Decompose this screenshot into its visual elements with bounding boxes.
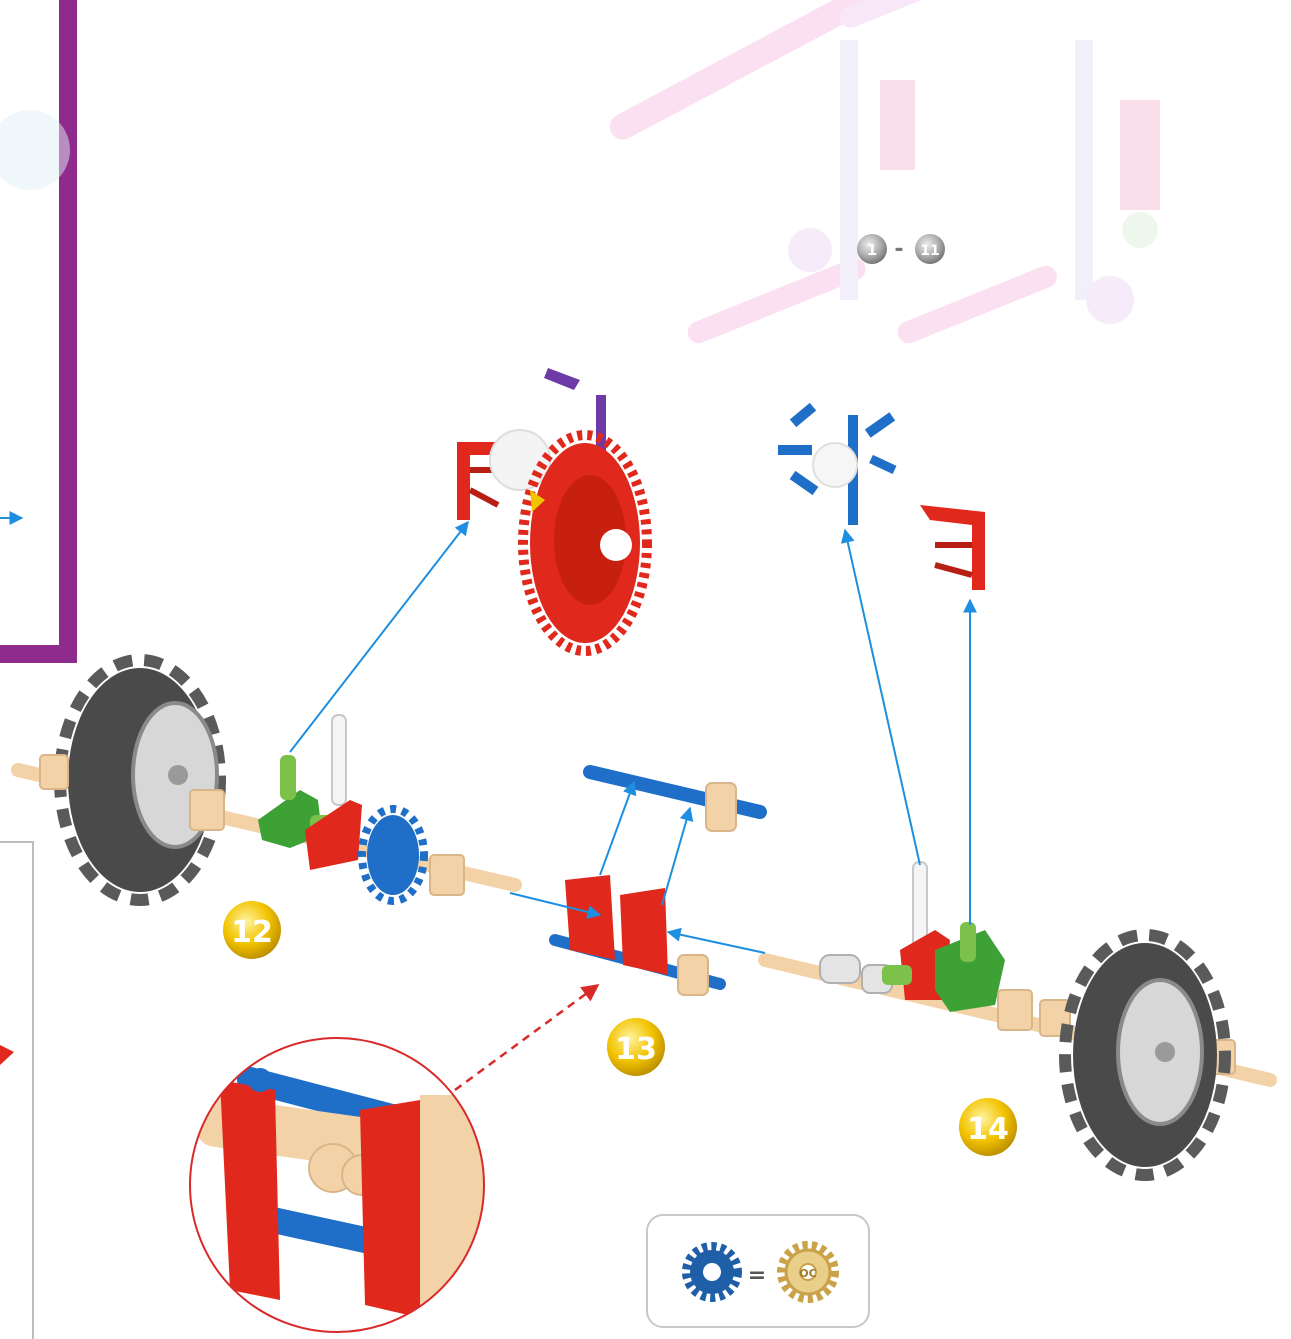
red-connector [457,442,500,520]
upper-right-assembly [778,402,985,590]
faded-frame [609,0,1160,344]
step-badge-13: 13 [607,1018,665,1076]
wheel-icon [54,654,226,906]
reference-separator: - [894,237,903,262]
detail-callout [189,983,600,1333]
step-number-12: 12 [231,915,273,950]
reference-badge: 1 - 11 [857,234,945,264]
equals-sign: = [748,1263,766,1288]
gold-gear-icon: OC [777,1241,839,1303]
gear-equivalence-legend: = OC [646,1214,870,1328]
step-badge-12: 12 [223,901,281,959]
gear-icon [518,430,652,656]
step-number-14: 14 [967,1112,1009,1147]
middle-subassembly [549,765,767,996]
reference-badge-to [915,234,945,264]
blue-gear-icon [682,1242,742,1302]
wheel-icon [1059,929,1231,1181]
reference-badge-from [857,234,887,264]
reference-to-label: 11 [920,243,939,259]
step-number-13: 13 [615,1032,657,1067]
side-panel [0,841,34,1339]
reference-from-label: 1 [867,241,877,259]
assembly-arrows [289,520,977,954]
gold-gear-text: OC [799,1267,816,1280]
small-blue-gear [358,805,428,905]
green-connector-right [935,930,1005,1012]
previous-step-panel [0,0,77,663]
upper-left-gear-assembly [457,368,652,656]
axle-assembly [11,654,1277,1181]
step-badge-14: 14 [959,1098,1017,1156]
